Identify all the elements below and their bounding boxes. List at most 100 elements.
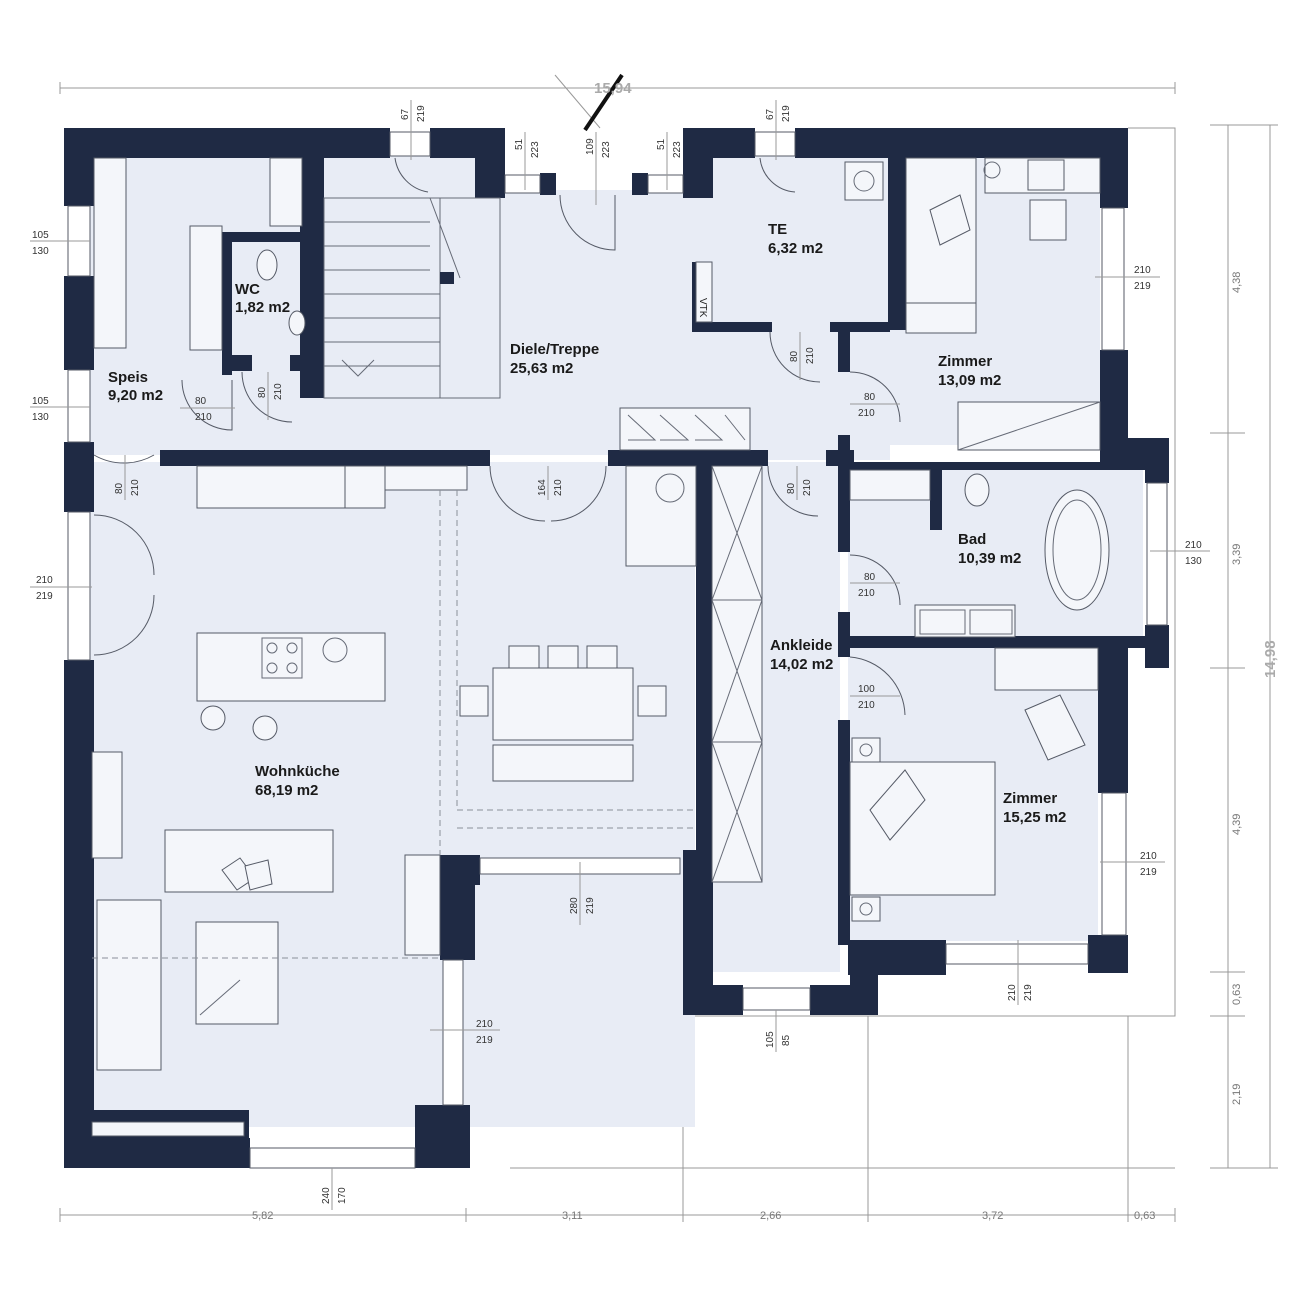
overall-depth: 14,98 — [1262, 640, 1279, 678]
room-labels: Speis 9,20 m2 WC 1,82 m2 Diele/Treppe 25… — [108, 221, 1066, 826]
svg-text:80: 80 — [789, 350, 800, 362]
opening-entry-door: 80 210 — [114, 455, 141, 500]
room-te-name: TE — [768, 221, 787, 238]
opening-zimmer2-bottom-win: 210 219 — [1007, 940, 1034, 1005]
svg-text:80: 80 — [257, 386, 268, 398]
opening-top-left-side: 51 223 — [514, 132, 541, 190]
room-zimmer1-name: Zimmer — [938, 353, 992, 370]
opening-top-entry: 109 223 — [585, 132, 612, 205]
room-zimmer1-area: 13,09 m2 — [938, 372, 1001, 389]
doors — [93, 157, 906, 716]
bottom-dim-4: 3,72 — [982, 1210, 1003, 1222]
svg-text:210: 210 — [130, 479, 141, 496]
room-wc-area: 1,82 m2 — [235, 299, 290, 316]
bottom-dim-5: 0,63 — [1134, 1210, 1155, 1222]
window-wohn-bottom — [249, 1147, 416, 1169]
svg-text:210: 210 — [1134, 265, 1151, 276]
svg-text:210: 210 — [802, 479, 813, 496]
window-top-2 — [754, 131, 796, 157]
window-top-side-right — [647, 174, 684, 194]
window-zimmer2 — [1101, 792, 1127, 936]
opening-te-door: 80 210 — [789, 332, 816, 380]
right-dim-2: 3,39 — [1231, 544, 1243, 565]
svg-text:170: 170 — [337, 1187, 348, 1204]
svg-text:219: 219 — [1140, 867, 1157, 878]
svg-text:210: 210 — [273, 383, 284, 400]
svg-text:85: 85 — [781, 1034, 792, 1046]
walls — [64, 128, 1169, 1168]
right-dim-5: 2,19 — [1231, 1084, 1243, 1105]
opening-ankleide-door: 80 210 — [786, 466, 813, 500]
svg-text:219: 219 — [476, 1035, 493, 1046]
svg-text:130: 130 — [32, 246, 49, 257]
opening-bad-door: 80 210 — [850, 572, 900, 599]
room-ankleide-name: Ankleide — [770, 637, 833, 654]
label-vtk: VTK — [697, 298, 708, 318]
opening-diele-door: 164 210 — [537, 466, 564, 500]
window-kitchen-side — [67, 511, 91, 661]
overall-width: 15,94 — [594, 80, 632, 97]
opening-top-right-side: 51 223 — [656, 132, 683, 190]
opening-speis-win2: 105 130 — [30, 396, 90, 423]
svg-text:210: 210 — [858, 700, 875, 711]
svg-text:219: 219 — [781, 105, 792, 122]
svg-text:210: 210 — [805, 347, 816, 364]
opening-wc-door: 80 210 — [257, 372, 284, 420]
svg-text:51: 51 — [656, 138, 667, 150]
room-wohnkueche-area: 68,19 m2 — [255, 782, 318, 799]
svg-text:223: 223 — [601, 141, 612, 158]
svg-text:210: 210 — [553, 479, 564, 496]
svg-text:223: 223 — [530, 141, 541, 158]
window-bad — [1146, 482, 1168, 626]
svg-text:109: 109 — [585, 138, 596, 155]
window-top-side-left — [504, 174, 541, 194]
svg-text:210: 210 — [1140, 851, 1157, 862]
opening-speis-win1: 105 130 — [30, 230, 90, 257]
dimension-lines — [59, 73, 1278, 1222]
bottom-dim-3: 2,66 — [760, 1210, 781, 1222]
right-dim-3: 4,39 — [1231, 814, 1243, 835]
room-diele-area: 25,63 m2 — [510, 360, 573, 377]
room-bad-name: Bad — [958, 531, 986, 548]
window-speis-2 — [67, 369, 91, 443]
svg-text:80: 80 — [786, 482, 797, 494]
window-ankleide — [742, 987, 811, 1011]
room-diele-name: Diele/Treppe — [510, 341, 599, 358]
opening-zimmer2-win: 210 219 — [1100, 851, 1165, 878]
bottom-dim-2: 3,11 — [562, 1210, 583, 1222]
opening-zimmer1-win: 210 219 — [1095, 265, 1160, 292]
svg-text:130: 130 — [32, 412, 49, 423]
opening-wohn-bottom-win: 240 170 — [321, 1168, 348, 1210]
right-dim-4: 0,63 — [1231, 984, 1243, 1005]
room-te-area: 6,32 m2 — [768, 240, 823, 257]
opening-speis-door: 80 210 — [180, 396, 235, 423]
opening-bad-win: 210 130 — [1150, 540, 1210, 567]
room-ankleide-area: 14,02 m2 — [770, 656, 833, 673]
room-zimmer2-name: Zimmer — [1003, 790, 1057, 807]
svg-text:219: 219 — [1023, 984, 1034, 1001]
svg-text:100: 100 — [858, 684, 875, 695]
svg-text:80: 80 — [864, 392, 876, 403]
room-wohnkueche-name: Wohnküche — [255, 763, 340, 780]
staircase — [323, 197, 501, 399]
svg-text:210: 210 — [858, 408, 875, 419]
overall-dimensions: 15,94 14,98 5,82 3,11 2,66 3,72 0,63 4,3… — [252, 80, 1279, 1222]
svg-text:219: 219 — [1134, 281, 1151, 292]
opening-annotations: 105 130 105 130 210 219 80 210 80 210 21… — [30, 100, 1210, 1210]
svg-text:210: 210 — [858, 588, 875, 599]
opening-kitchen-door: 210 219 — [30, 575, 92, 602]
window-top-1 — [389, 131, 431, 157]
window-zimmer1 — [1101, 207, 1125, 351]
svg-text:240: 240 — [321, 1187, 332, 1204]
svg-text:210: 210 — [195, 412, 212, 423]
opening-ankleide-win: 105 85 — [765, 1010, 792, 1052]
svg-text:80: 80 — [195, 396, 207, 407]
svg-text:223: 223 — [672, 141, 683, 158]
opening-zimmer2-door: 100 210 — [850, 684, 900, 711]
furniture — [91, 157, 1110, 1137]
opening-top-win1: 67 219 — [400, 100, 427, 160]
svg-text:80: 80 — [864, 572, 876, 583]
right-dim-1: 4,38 — [1231, 272, 1243, 293]
bottom-dim-1: 5,82 — [252, 1210, 273, 1222]
